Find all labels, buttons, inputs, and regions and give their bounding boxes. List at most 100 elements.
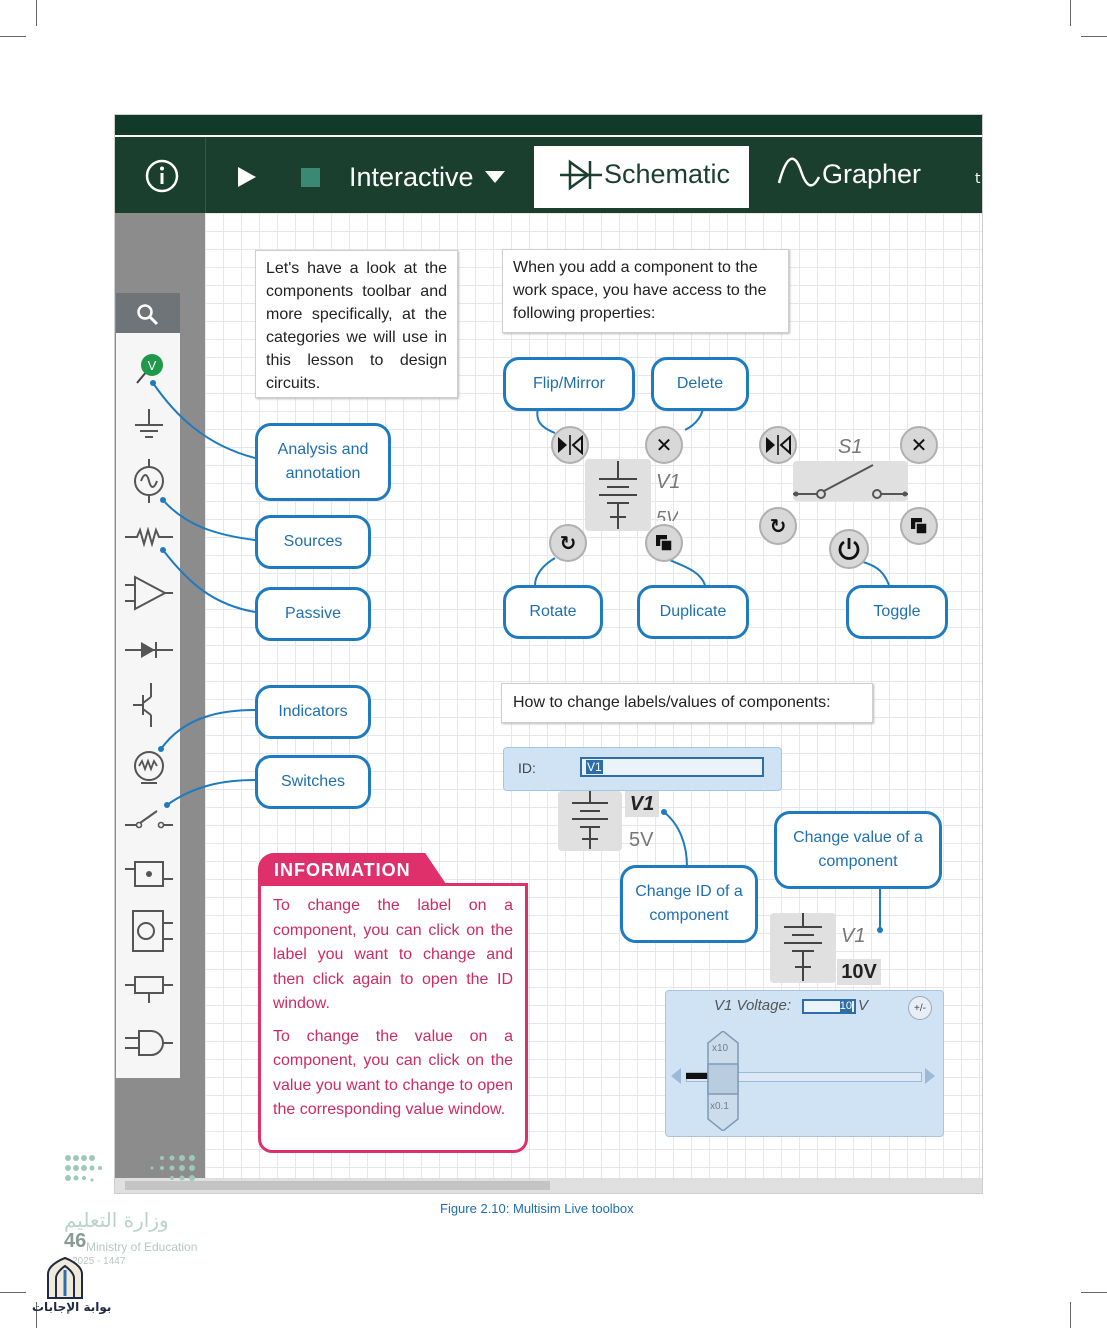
close-icon: ✕: [655, 433, 673, 457]
close-icon: ✕: [910, 433, 928, 457]
toolbar-divider: [205, 137, 206, 215]
id-window: ID: V1: [503, 747, 782, 791]
palette-digital[interactable]: [125, 973, 173, 1003]
callout-indicators: Indicators: [255, 685, 371, 739]
note-components-intro: Let's have a look at the components tool…: [255, 250, 458, 398]
palette-analog[interactable]: [125, 575, 173, 611]
crop-mark: [0, 36, 26, 37]
watermark-emblem-icon: [47, 1256, 83, 1299]
flip-mirror-icon: [766, 435, 791, 455]
callout-delete: Delete: [651, 357, 749, 411]
slider-left-arrow-icon[interactable]: [670, 1067, 682, 1085]
switch-delete-button[interactable]: ✕: [900, 426, 938, 464]
mode-dropdown-label: Interactive: [349, 161, 474, 192]
tab-grapher[interactable]: Grapher: [775, 149, 975, 199]
svg-text:V: V: [148, 358, 157, 373]
flip-mirror-button[interactable]: [551, 426, 589, 464]
mode-dropdown[interactable]: Interactive: [349, 157, 506, 197]
delete-button[interactable]: ✕: [645, 426, 683, 464]
ground-icon: [135, 409, 163, 438]
palette-indicators[interactable]: [131, 749, 167, 789]
component-search-button[interactable]: [116, 293, 180, 333]
callout-rotate: Rotate: [503, 585, 603, 639]
lamp-icon: [134, 751, 164, 784]
info-icon[interactable]: [145, 159, 179, 193]
toggle-button[interactable]: [829, 529, 869, 569]
ministry-logo-dots: [65, 1155, 195, 1182]
main-toolbar: Interactive Schematic Grapher t: [115, 135, 982, 215]
palette-switches[interactable]: [125, 805, 173, 833]
window-top-strip: [115, 115, 982, 135]
value-component-value[interactable]: 10V: [837, 959, 881, 985]
ac-source-icon: [134, 459, 164, 503]
probe-icon: V: [136, 354, 163, 384]
callout-duplicate: Duplicate: [637, 585, 749, 639]
rotate-button[interactable]: ↻: [549, 524, 587, 562]
value-window: V1 Voltage: 10 V +/- x10 x0.1: [665, 990, 944, 1137]
palette-instruments[interactable]: [125, 909, 173, 953]
tab-schematic[interactable]: Schematic: [534, 146, 749, 208]
switch-flip-mirror-button[interactable]: [759, 426, 797, 464]
palette-ground[interactable]: [131, 407, 167, 443]
callout-connectors: [150, 380, 890, 933]
palette-sources[interactable]: [131, 459, 167, 503]
crop-mark: [36, 0, 37, 26]
duplicate-button[interactable]: [645, 524, 683, 562]
opamp-icon: [125, 575, 173, 611]
switch-icon: [125, 810, 173, 829]
palette-diodes[interactable]: [125, 639, 173, 661]
voltage-label: V1 Voltage:: [714, 997, 791, 1014]
palette-transistors[interactable]: [133, 683, 165, 727]
voltage-input[interactable]: 10: [802, 999, 856, 1014]
palette-passive[interactable]: [125, 526, 173, 548]
play-icon[interactable]: [235, 165, 259, 189]
multisim-live-window: Interactive Schematic Grapher t: [115, 115, 982, 1193]
horizontal-scrollbar-thumb[interactable]: [125, 1181, 550, 1190]
watermark-text: بوابة الإجابات: [32, 1300, 112, 1314]
overflow-glyph: t: [975, 171, 981, 187]
chevron-down-icon: [484, 171, 505, 183]
digital-ic-icon: [125, 976, 173, 1003]
crop-mark: [1081, 36, 1107, 37]
crop-mark: [1070, 1302, 1071, 1328]
step-up-label[interactable]: x10: [712, 1043, 729, 1054]
ministry-name-arabic: وزارة التعليم: [64, 1208, 169, 1232]
palette-mixed[interactable]: [125, 859, 173, 889]
component-label[interactable]: V1: [656, 471, 681, 493]
callout-change-value: Change value of a component: [774, 811, 942, 889]
switch-component[interactable]: [793, 461, 908, 501]
component-value[interactable]: 5V: [656, 508, 679, 521]
sign-toggle-button[interactable]: +/-: [908, 996, 932, 1020]
battery-icon: [599, 461, 637, 529]
value-slider-handle[interactable]: x10 x0.1: [706, 1030, 740, 1132]
id-input[interactable]: V1: [580, 757, 764, 777]
power-icon: [838, 538, 860, 560]
rotate-icon: ↻: [769, 514, 787, 538]
palette-analysis-annotation[interactable]: V: [133, 351, 169, 387]
dc-source-component[interactable]: [585, 459, 651, 531]
battery-icon: [572, 791, 608, 849]
crop-mark: [1070, 0, 1071, 26]
slider-right-arrow-icon[interactable]: [924, 1067, 936, 1085]
switch-label[interactable]: S1: [838, 436, 863, 458]
stop-icon[interactable]: [301, 168, 320, 187]
tab-grapher-label: Grapher: [822, 159, 922, 189]
value-source-component[interactable]: [770, 913, 836, 983]
switch-duplicate-button[interactable]: [900, 507, 938, 545]
page-number: 46: [64, 1230, 87, 1252]
id-component-label[interactable]: V1: [625, 791, 659, 817]
callout-change-id: Change ID of a component: [620, 865, 758, 943]
mixed-ic-icon: [125, 861, 173, 887]
diode-icon: [560, 159, 602, 191]
id-source-component[interactable]: [558, 791, 622, 851]
voltage-unit: V: [858, 997, 869, 1014]
crop-mark: [0, 1292, 26, 1293]
palette-logic-gates[interactable]: [125, 1029, 173, 1057]
step-down-label[interactable]: x0.1: [710, 1101, 729, 1112]
switch-rotate-button[interactable]: ↻: [759, 507, 797, 545]
id-component-value[interactable]: 5V: [629, 829, 654, 851]
value-component-label[interactable]: V1: [841, 925, 866, 947]
search-icon: [137, 304, 159, 326]
callout-toggle: Toggle: [846, 585, 948, 639]
battery-icon: [784, 913, 822, 981]
